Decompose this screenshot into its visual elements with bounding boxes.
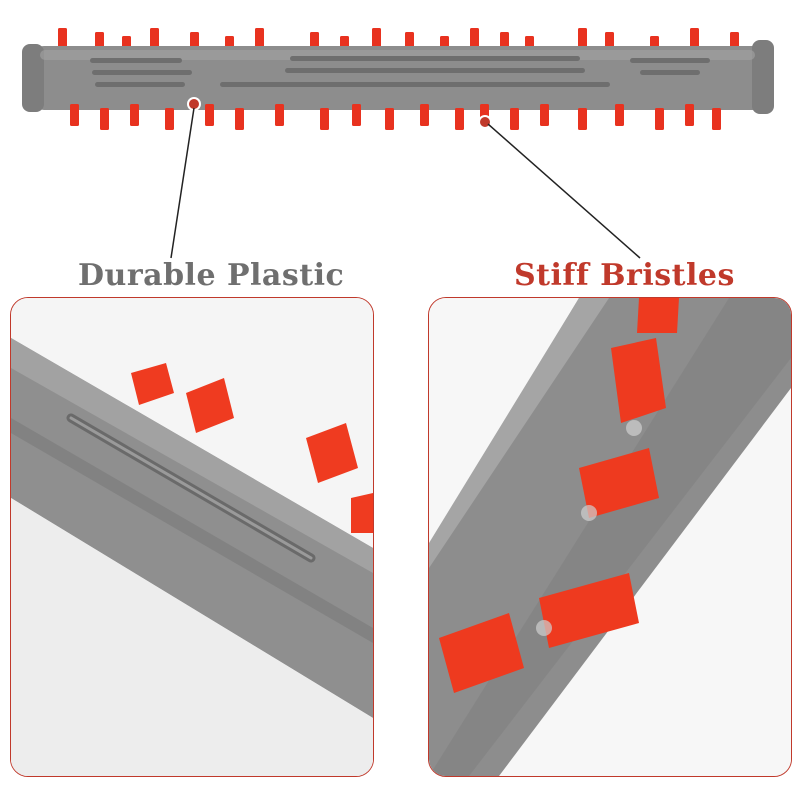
bristle-tuft — [615, 104, 624, 126]
bristle-tuft — [352, 104, 361, 126]
bristle-tuft — [540, 104, 549, 126]
bristle-tuft — [712, 108, 721, 130]
bristle-tuft — [58, 28, 67, 48]
bristle-tuft — [690, 28, 699, 48]
brush-roll-product-image — [22, 28, 774, 259]
stiff-bristles-label: Stiff Bristles — [514, 258, 735, 293]
callout-dot-right — [478, 115, 492, 129]
bristle-tuft — [385, 108, 394, 130]
roller-end-left — [22, 44, 44, 112]
bristle-tuft — [685, 104, 694, 126]
bristle-tuft — [320, 108, 329, 130]
bristle-tuft — [455, 108, 464, 130]
bristles-closeup-panel — [428, 297, 792, 777]
bristle-tuft — [578, 28, 587, 48]
bristle-tuft — [510, 108, 519, 130]
bristle-tuft — [70, 104, 79, 126]
bristles-closeup-image — [429, 298, 791, 776]
bristle-tuft — [150, 28, 159, 48]
bristle-tuft — [130, 104, 139, 126]
leader-line-left — [170, 107, 195, 259]
bristle-tuft — [255, 28, 264, 48]
leader-line-right — [487, 123, 641, 259]
plastic-closeup-image — [11, 298, 373, 776]
bristle-tuft — [372, 28, 381, 48]
bristle-tuft — [275, 104, 284, 126]
durable-plastic-label: Durable Plastic — [78, 258, 345, 293]
bristle-tuft — [165, 108, 174, 130]
bristle-tuft — [205, 104, 214, 126]
roller-end-right — [752, 40, 774, 114]
bristle-tuft — [420, 104, 429, 126]
roller-body — [30, 46, 770, 110]
bristle-tuft — [235, 108, 244, 130]
bristle-tuft — [578, 108, 587, 130]
bristle-tuft — [655, 108, 664, 130]
roller-grooves — [90, 56, 710, 87]
bristle-tuft — [470, 28, 479, 48]
bristle-tufts-bottom — [70, 104, 721, 130]
plastic-closeup-panel — [10, 297, 374, 777]
bristle-tuft — [100, 108, 109, 130]
